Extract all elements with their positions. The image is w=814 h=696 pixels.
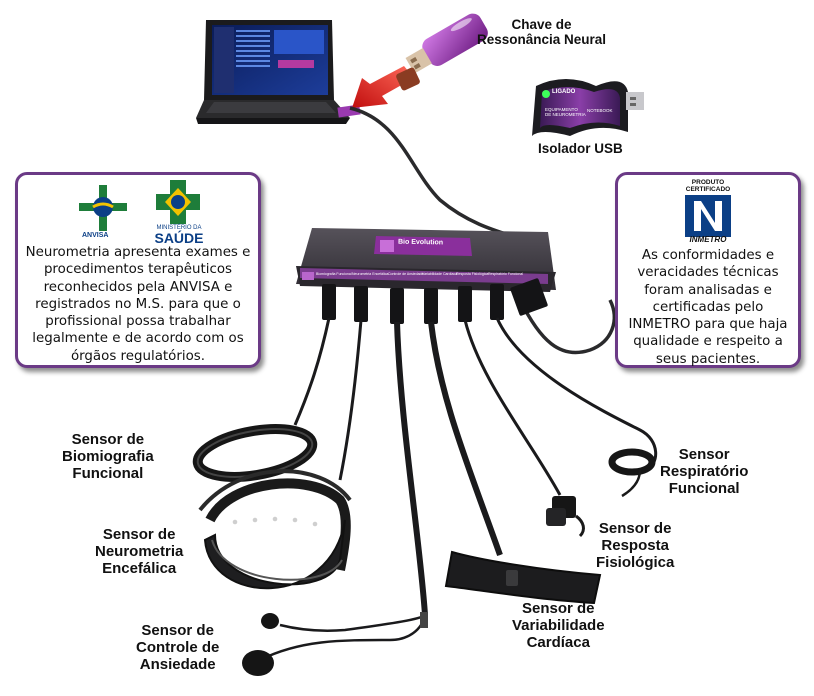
anvisa-info-panel: ANVISA MINISTÉRIO DA SAÚDE Neurometria a… (15, 172, 261, 368)
inmetro-logo-icon (685, 195, 731, 237)
inmetro-badge-bottom: INMETRO (689, 235, 727, 244)
inmetro-info-panel: PRODUTO CERTIFICADO INMETRO As conformid… (615, 172, 801, 368)
isolator-right-text: NOTEBOOK (587, 108, 613, 113)
sensor-neurometria-label: Sensor de Neurometria Encefálica (95, 526, 184, 577)
cable (349, 106, 526, 242)
laptop-icon (196, 20, 361, 124)
hub-device (296, 228, 556, 292)
neurometria-sensor-icon (198, 469, 352, 590)
saude-logo-icon (156, 180, 200, 224)
anvisa-info-text: Neurometria apresenta exames e procedime… (25, 245, 251, 364)
isolador-label: Isolador USB (538, 141, 623, 156)
cable (518, 299, 616, 355)
sensor-biomiografia-label: Sensor de Biomiografia Funcional (62, 431, 154, 482)
isolator-led-text: LIGADO (552, 89, 576, 95)
fisiologica-sensor-icon (546, 496, 585, 538)
cardiaca-sensor-icon (444, 550, 602, 605)
inmetro-badge-top: PRODUTO CERTIFICADO (685, 179, 731, 193)
respiratorio-sensor-icon (608, 448, 656, 498)
chave-label: Chave de Ressonância Neural (477, 17, 607, 47)
anvisa-logo-icon (79, 185, 127, 231)
sensor-cardiaca-label: Sensor de Variabilidade Cardíaca (512, 600, 605, 651)
hub-brand: Bio Evolution (397, 238, 444, 247)
ansiedade-sensor-icon (242, 612, 428, 676)
sensor-fisiologica-label: Sensor de Resposta Fisiológica (596, 520, 675, 571)
usb-key-icon (405, 13, 488, 74)
ministerio-caption: MINISTÉRIO DA SAÚDE (154, 225, 204, 246)
sensor-respiratorio-label: Sensor Respiratório Funcional (660, 446, 749, 497)
sensor-ansiedade-label: Sensor de Controle de Ansiedade (136, 622, 220, 673)
anvisa-caption: ANVISA (82, 232, 109, 239)
hub-port-labels: Biomiografia Funcional Neurometria Encef… (316, 272, 524, 276)
inmetro-info-text: As conformidades e veracidades técnicas … (628, 248, 788, 367)
isolator-left-text: EQUIPAMENTO DE NEUROMETRIA (545, 107, 586, 117)
usb-isolator-icon (532, 79, 644, 136)
